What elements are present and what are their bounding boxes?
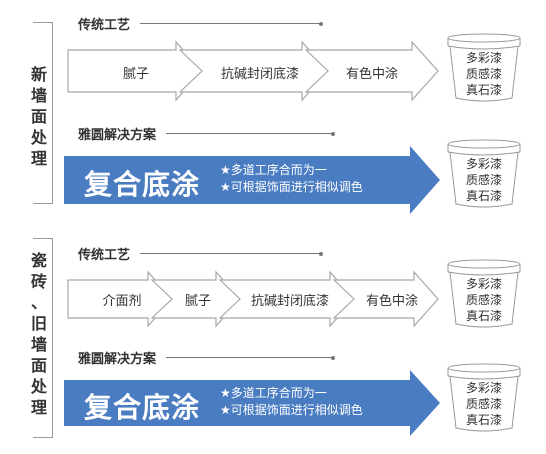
traditional-flow <box>67 270 439 328</box>
traditional-title: 传统工艺 <box>78 14 324 33</box>
section-tile-old-wall: 瓷 砖 、 旧 墙 面 处 理 传统工艺 介面剂 腻子 抗碱封闭底漆 有色中涂 … <box>0 228 546 454</box>
blue-arrow-shape <box>64 146 440 214</box>
bucket-bottom-2: 多彩漆 质感漆 真石漆 <box>444 362 524 432</box>
paint-bucket-icon <box>447 33 521 102</box>
solution-title: 雅圆解决方案 <box>78 348 336 367</box>
bucket-top-2: 多彩漆 质感漆 真石漆 <box>444 258 524 328</box>
step-chevron-3 <box>218 270 355 328</box>
section-new-wall: 新 墙 面 处 理 传统工艺 腻子 抗碱封闭底漆 有色中涂 多彩漆 质感漆 真石… <box>0 0 546 220</box>
step-label-1: 腻子 <box>122 67 150 82</box>
side-label-tile-old-wall: 瓷 砖 、 旧 墙 面 处 理 <box>26 238 53 438</box>
step-label-1: 介面剂 <box>102 294 142 309</box>
step-chevron-2 <box>178 40 329 102</box>
step-chevron-3 <box>304 40 439 102</box>
bucket-top-1: 多彩漆 质感漆 真石漆 <box>444 32 524 102</box>
traditional-flow <box>67 40 439 102</box>
step-label-3: 有色中涂 <box>345 67 399 82</box>
solution-arrow: 复合底涂 ★多道工序合而为一 ★可根据饰面进行相似调色 <box>64 370 440 436</box>
step-label-2: 腻子 <box>184 294 212 309</box>
paint-bucket-icon <box>447 259 521 328</box>
step-chevron-2 <box>150 270 241 328</box>
step-label-3: 抗碱封闭底漆 <box>250 294 330 309</box>
bucket-bottom-1: 多彩漆 质感漆 真石漆 <box>444 138 524 208</box>
step-label-4: 有色中涂 <box>365 294 419 309</box>
side-label-new-wall: 新 墙 面 处 理 <box>26 22 53 204</box>
paint-bucket-icon <box>447 139 521 208</box>
side-label-text: 新 墙 面 处 理 <box>30 65 47 168</box>
traditional-title: 传统工艺 <box>78 244 324 263</box>
solution-arrow: 复合底涂 ★多道工序合而为一 ★可根据饰面进行相似调色 <box>64 146 440 214</box>
step-label-2: 抗碱封闭底漆 <box>220 67 300 82</box>
blue-arrow-shape <box>64 370 440 436</box>
solution-title: 雅圆解决方案 <box>78 124 336 143</box>
step-chevron-4 <box>332 270 439 328</box>
side-label-text: 瓷 砖 、 旧 墙 面 处 理 <box>30 251 47 417</box>
paint-bucket-icon <box>447 363 521 432</box>
